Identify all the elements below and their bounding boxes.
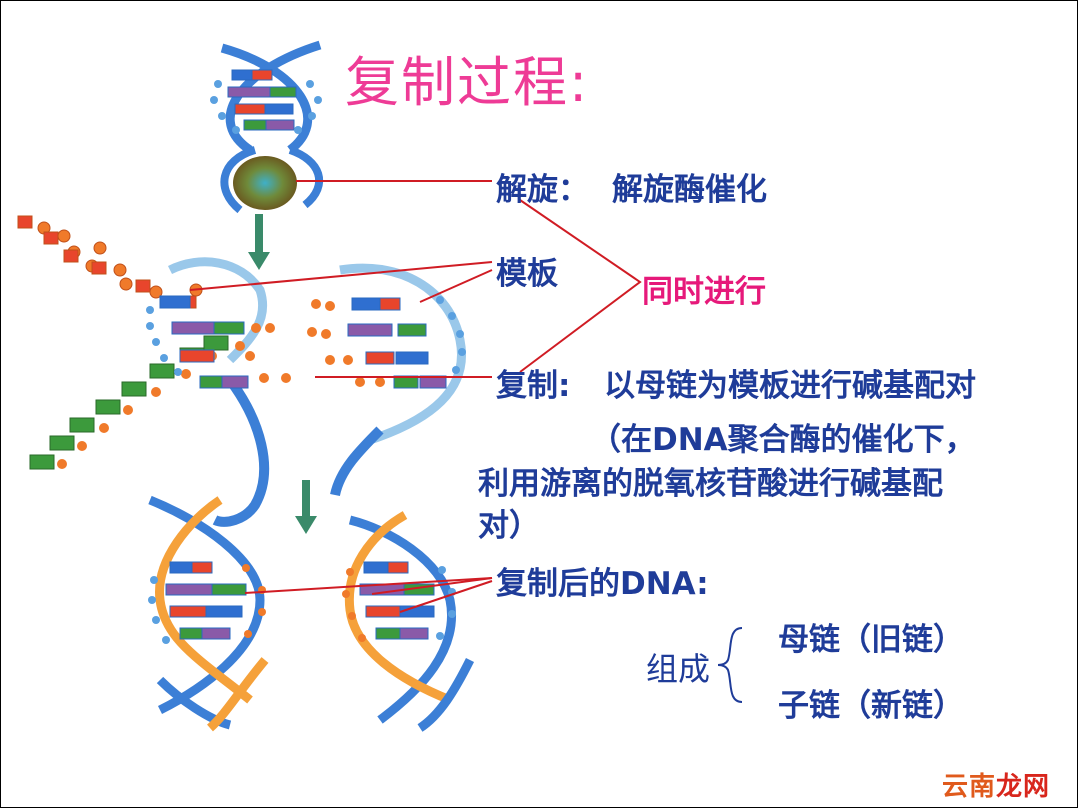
label-replicate-desc: 以母链为模板进行碱基配对: [604, 368, 976, 404]
daughter-dna-left: [148, 495, 269, 732]
watermark-part-2: 龙网: [996, 772, 1051, 802]
pointer-lines: [189, 180, 642, 613]
label-after-replication: 复制后的DNA:: [496, 566, 709, 602]
note-line-2: 利用游离的脱氧核苷酸进行碱基配: [478, 466, 943, 502]
middle-unwinding-dna: [17, 215, 466, 527]
label-simultaneous: 同时进行: [642, 274, 766, 310]
label-daughter-strand: 子链（新链）: [778, 688, 964, 724]
arrow-down-1: [248, 214, 270, 270]
note-line-1: （在DNA聚合酶的催化下，: [590, 422, 976, 458]
note-line-3: 对）: [478, 508, 540, 544]
daughter-dna-right: [342, 511, 475, 732]
label-parent-strand: 母链（旧链）: [778, 622, 964, 658]
top-dna-helix: [210, 40, 324, 214]
arrow-down-2: [295, 480, 317, 534]
slide-title: 复制过程:: [345, 51, 590, 114]
label-composition: 组成: [646, 650, 711, 688]
helicase-enzyme: [233, 156, 297, 210]
watermark-part-1: 云南: [942, 772, 997, 802]
label-template: 模板: [496, 256, 558, 292]
label-unwind-enzyme: 解旋酶催化: [612, 172, 767, 208]
composition-brace: [717, 627, 743, 703]
label-replicate: 复制:: [496, 368, 571, 404]
watermark-logo: 云南龙网: [942, 766, 1050, 803]
label-unwind: 解旋：: [496, 172, 589, 208]
